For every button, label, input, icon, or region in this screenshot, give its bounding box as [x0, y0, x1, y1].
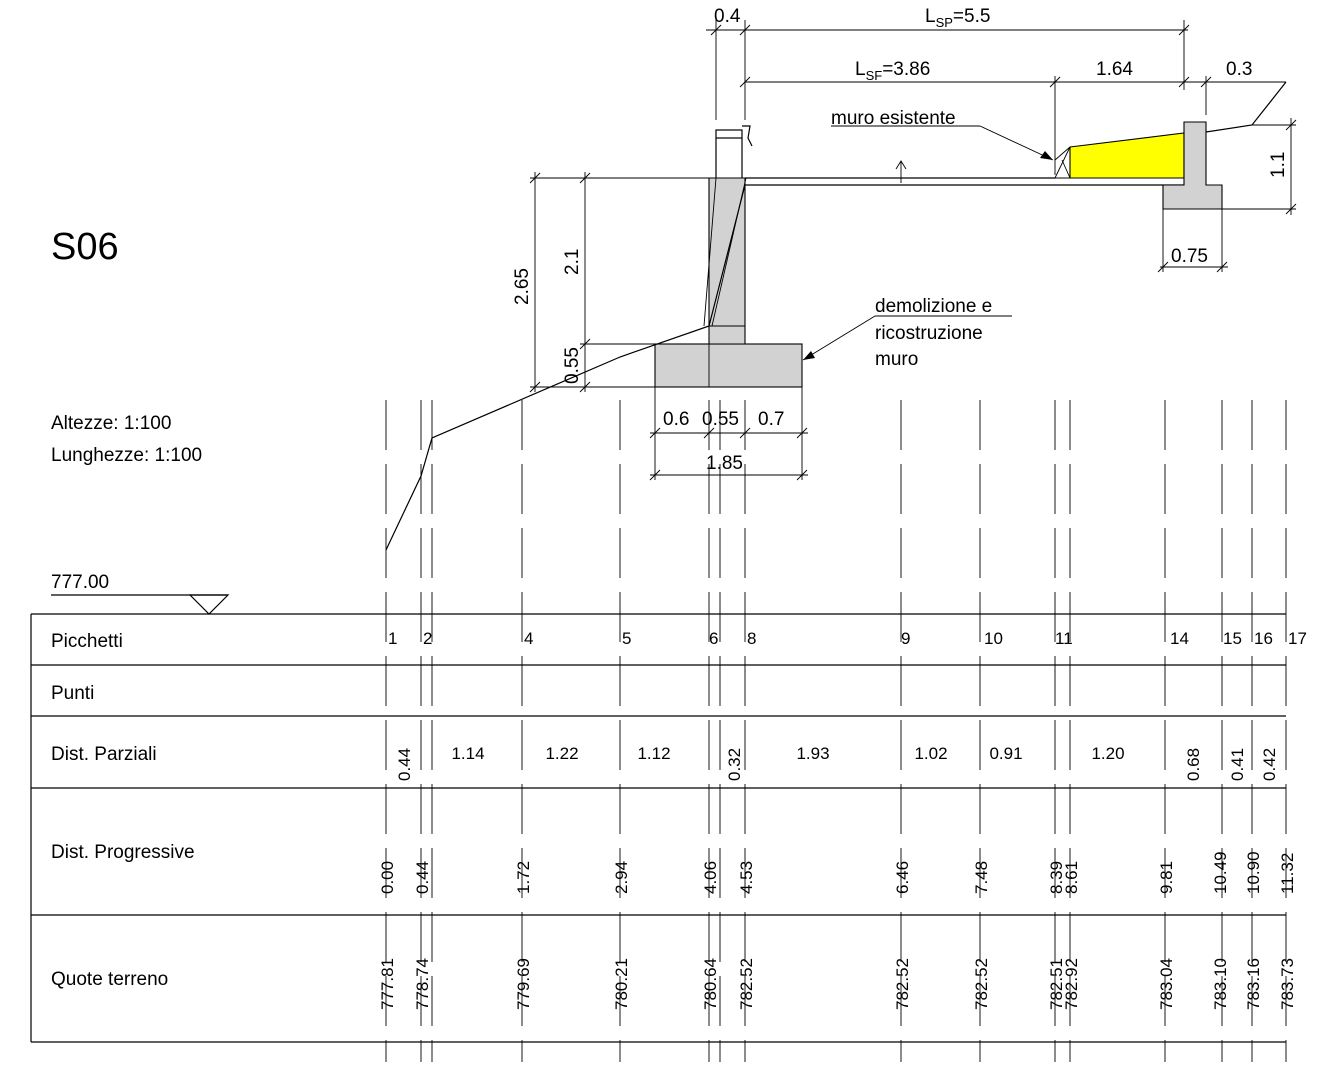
dim-lsf: LSF=3.86	[855, 59, 930, 83]
ground-elevation: 777.81	[378, 958, 397, 1010]
dim-075: 0.75	[1171, 246, 1208, 267]
progressive-distance: 9.81	[1157, 861, 1176, 894]
picchetto-label: 9	[901, 629, 910, 648]
ground-elevation: 780.21	[612, 958, 631, 1010]
dim-03: 0.3	[1226, 59, 1252, 80]
dim-164: 1.64	[1096, 59, 1133, 80]
picchetto-label: 10	[984, 629, 1003, 648]
progressive-distance: 2.94	[612, 861, 631, 894]
dim-lsp-sub: SP	[936, 15, 953, 30]
partial-distance: 0.91	[989, 744, 1022, 763]
ground-elevation: 782.52	[737, 958, 756, 1010]
partial-distance: 0.44	[395, 748, 414, 781]
ground-elevation: 783.04	[1157, 958, 1176, 1010]
ground-elevation: 783.10	[1211, 958, 1230, 1010]
progressive-distance: 6.46	[893, 861, 912, 894]
datum-triangle-icon	[188, 594, 230, 615]
ground-elevation: 782.51	[1047, 958, 1066, 1010]
picchetto-label: 4	[524, 629, 533, 648]
dim-185: 1.85	[706, 453, 743, 474]
dim-lsp: LSP=5.5	[925, 6, 990, 30]
partial-distance: 1.22	[545, 744, 578, 763]
picchetto-label: 2	[423, 629, 432, 648]
dim-lsp-symbol: L	[925, 6, 936, 27]
dim-265: 2.65	[512, 268, 533, 305]
picchetto-label: 11	[1055, 629, 1073, 648]
partial-distance: 0.68	[1184, 748, 1203, 781]
datum-elevation: 777.00	[51, 572, 109, 593]
dim-06: 0.6	[663, 409, 689, 430]
picchetto-label: 16	[1254, 629, 1273, 648]
scale-lengths: Lunghezze: 1:100	[51, 445, 202, 466]
ground-elevation: 782.92	[1062, 958, 1081, 1010]
dim-055-horizontal: 0.55	[702, 409, 739, 430]
picchetto-label: 8	[747, 629, 756, 648]
progressive-distance: 8.39	[1047, 861, 1066, 894]
dim-lsf-symbol: L	[855, 59, 866, 80]
picchetto-label: 15	[1223, 629, 1242, 648]
table-values: 1 2 4 5 6 8 9 10 11 14 15 16 17 0.44 1.14 1.22 1.12 0.32 1…	[378, 629, 1307, 1010]
ground-elevation: 779.69	[514, 958, 533, 1010]
road-deck	[745, 177, 1184, 186]
progressive-distance: 11.32	[1278, 853, 1297, 894]
progressive-distance: 8.61	[1062, 861, 1081, 894]
progressive-distance: 7.48	[972, 861, 991, 894]
partial-distance: 1.20	[1091, 744, 1124, 763]
dim-top-width: 0.4	[714, 6, 741, 27]
progressive-distance: 10.49	[1211, 851, 1230, 894]
progressive-distance: 0.00	[378, 861, 397, 894]
dim-07: 0.7	[758, 409, 784, 430]
row-label-punti: Punti	[51, 683, 94, 704]
dimension-lines	[529, 20, 1297, 481]
picchetto-label: 1	[388, 629, 397, 648]
ground-elevation: 782.52	[972, 958, 991, 1010]
table-grid	[30, 613, 1286, 1043]
section-title: S06	[51, 226, 119, 268]
partial-distance: 1.93	[796, 744, 829, 763]
progressive-distance: 10.90	[1244, 851, 1263, 894]
row-label-progressive: Dist. Progressive	[51, 842, 195, 863]
picchetto-label: 14	[1170, 629, 1189, 648]
ground-elevation: 782.52	[893, 958, 912, 1010]
ground-elevation: 783.73	[1278, 958, 1297, 1010]
row-label-parziali: Dist. Parziali	[51, 744, 157, 765]
progressive-distance: 1.72	[514, 861, 533, 894]
highlight-fill	[1069, 132, 1185, 179]
note-demolition-line2: ricostruzione	[875, 323, 983, 344]
partial-distance: 0.42	[1260, 748, 1279, 781]
dim-lsf-sub: SF	[866, 68, 883, 83]
picchetto-label: 5	[622, 629, 631, 648]
note-demolition-line3: muro	[875, 349, 918, 370]
leader-arrow-icon	[803, 351, 815, 360]
station-lines	[385, 400, 1287, 1062]
picchetto-label: 6	[709, 629, 718, 648]
partial-distance: 0.32	[725, 748, 744, 781]
progressive-distance: 0.44	[413, 861, 432, 894]
scale-heights: Altezze: 1:100	[51, 413, 171, 434]
progressive-distance: 4.06	[701, 861, 720, 894]
wall-footing	[654, 343, 803, 388]
dim-21: 2.1	[562, 249, 583, 275]
railing	[715, 129, 743, 139]
note-demolition-line1: demolizione e	[875, 296, 992, 317]
dim-lsp-value: =5.5	[953, 6, 991, 27]
row-label-picchetti: Picchetti	[51, 631, 123, 652]
partial-distance: 1.14	[451, 744, 484, 763]
dim-lsf-value: =3.86	[882, 59, 930, 80]
progressive-distance: 4.53	[737, 861, 756, 894]
leader-arrow-icon	[1040, 151, 1053, 160]
ground-elevation: 778.74	[413, 958, 432, 1010]
dim-055-vertical: 0.55	[562, 347, 583, 384]
row-label-quote: Quote terreno	[51, 969, 168, 990]
note-existing-wall: muro esistente	[831, 108, 956, 129]
ground-elevation: 783.16	[1244, 958, 1263, 1010]
partial-distance: 1.12	[637, 744, 670, 763]
partial-distance: 0.41	[1228, 748, 1247, 781]
partial-distance: 1.02	[914, 744, 947, 763]
picchetto-label: 17	[1288, 629, 1307, 648]
ground-elevation: 780.64	[701, 958, 720, 1010]
dim-11: 1.1	[1268, 152, 1289, 178]
